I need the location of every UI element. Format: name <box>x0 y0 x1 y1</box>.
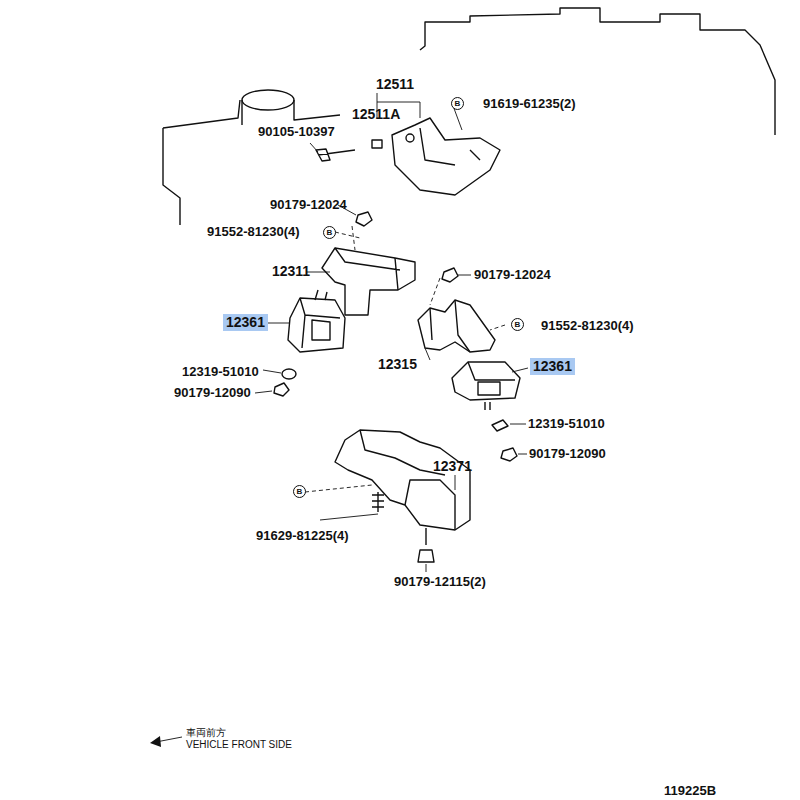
part-number: 12319-51010 <box>182 364 259 379</box>
part-number: 12371 <box>433 459 472 474</box>
part-number: 91552-81230(4) <box>207 224 300 239</box>
part-number: 12311 <box>272 264 310 279</box>
bolt-symbol: B <box>323 226 336 239</box>
figure-number: 119225B <box>664 783 716 798</box>
part-number: 90179-12090 <box>174 385 251 400</box>
part-number: 91552-81230(4) <box>541 318 634 333</box>
direction-note: 車両前方 <box>186 727 226 738</box>
part-number: 90179-12115(2) <box>394 574 486 589</box>
part-number: 91619-61235(2) <box>483 96 576 111</box>
part-number: 12315 <box>378 357 417 372</box>
part-number: 90179-12090 <box>529 446 606 461</box>
bolt-symbol: B <box>451 97 464 110</box>
direction-note: VEHICLE FRONT SIDE <box>186 739 292 750</box>
highlighted-part-number: 12361 <box>223 314 268 331</box>
part-number: 12319-51010 <box>528 416 605 431</box>
bolt-symbol: B <box>293 485 306 498</box>
part-number: 91629-81225(4) <box>256 528 349 543</box>
part-number: 90179-12024 <box>270 197 347 212</box>
part-number: 12511A <box>352 107 400 122</box>
part-number: 12511 <box>376 77 414 92</box>
bolt-symbol: B <box>511 318 524 331</box>
part-number: 90105-10397 <box>258 124 335 139</box>
part-number: 90179-12024 <box>474 267 551 282</box>
highlighted-part-number: 12361 <box>530 358 575 375</box>
